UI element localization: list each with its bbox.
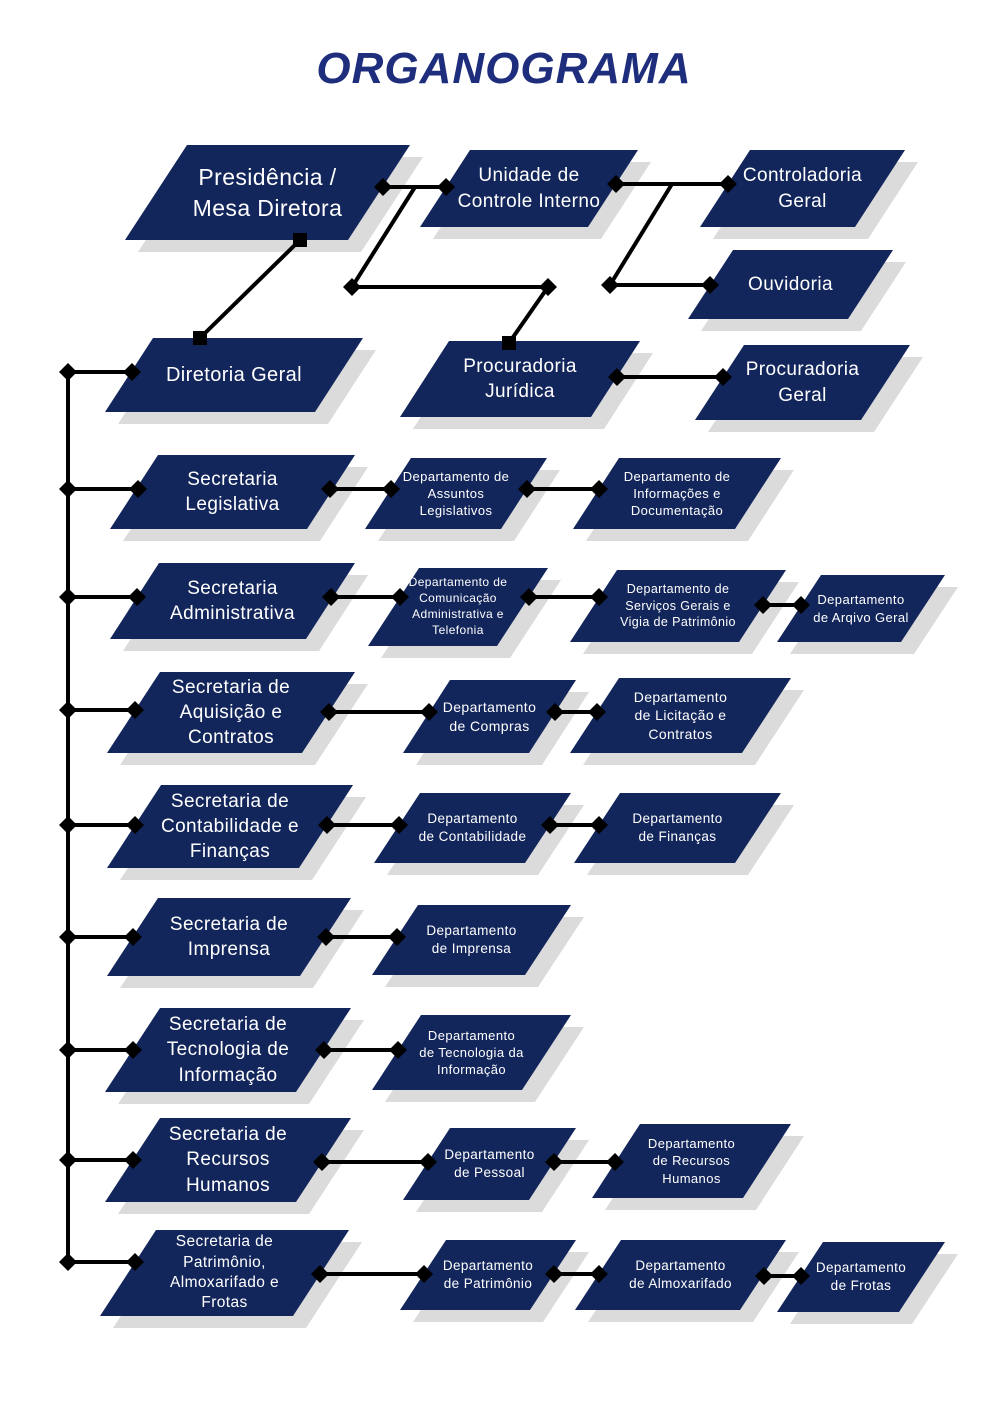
org-node-dep-arquivo-geral: Departamento de Arqivo Geral — [777, 575, 945, 642]
node-label: Secretaria de Contabilidade e Finanças — [160, 790, 300, 863]
node-label: Ouvidoria — [748, 273, 833, 295]
node-label: Secretaria de Aquisição e Contratos — [171, 676, 291, 749]
node-label: Departamento de Patrimônio — [442, 1258, 534, 1291]
org-node-secretaria-tecnologia: Secretaria de Tecnologia de Informação — [105, 1008, 351, 1092]
org-node-presidencia: Presidência / Mesa Diretora — [125, 145, 410, 240]
node-label: Departamento de Contabilidade — [418, 811, 527, 844]
org-node-secretaria-legislativa: Secretaria Legislativa — [110, 455, 355, 529]
page-title: ORGANOGRAMA — [316, 44, 692, 93]
node-label: Departamento de Finanças — [632, 811, 723, 844]
node-face: Secretaria Administrativa — [110, 563, 355, 639]
node-face: Diretoria Geral — [105, 338, 363, 412]
node-label: Procuradoria Geral — [745, 359, 860, 406]
org-node-dep-comunicacao: Departamento de Comunicação Administrati… — [368, 568, 548, 646]
org-node-dep-contabilidade: Departamento de Contabilidade — [374, 793, 571, 863]
org-node-secretaria-recursos-humanos: Secretaria de Recursos Humanos — [105, 1118, 351, 1202]
org-node-secretaria-aquisicao: Secretaria de Aquisição e Contratos — [107, 672, 355, 753]
node-label: Departamento de Tecnologia da Informação — [419, 1027, 524, 1078]
node-label: Departamento de Almoxarifado — [629, 1258, 732, 1291]
org-node-secretaria-administrativa: Secretaria Administrativa — [110, 563, 355, 639]
node-label: Secretaria Administrativa — [170, 577, 295, 624]
node-label: Presidência / Mesa Diretora — [192, 164, 343, 221]
node-label: Departamento de Comunicação Administrati… — [408, 575, 508, 637]
org-node-dep-servicos-gerais: Departamento de Serviços Gerais e Vigia … — [570, 570, 786, 642]
org-node-unidade-controle: Unidade de Controle Interno — [420, 150, 638, 227]
org-node-dep-informacoes-documentacao: Departamento de Informações e Documentaç… — [573, 458, 781, 529]
org-node-controladoria: Controladoria Geral — [700, 150, 905, 227]
node-label: Secretaria de Patrimônio, Almoxarifado e… — [170, 1233, 279, 1312]
node-face: Secretaria Legislativa — [110, 455, 355, 529]
org-node-procuradoria-juridica: Procuradoria Jurídica — [400, 341, 640, 417]
org-node-dep-patrimonio: Departamento de Patrimônio — [400, 1240, 576, 1310]
node-label: Departamento de Compras — [442, 699, 537, 734]
node-label: Departamento de Serviços Gerais e Vigia … — [620, 582, 736, 630]
org-node-dep-imprensa: Departamento de Imprensa — [372, 905, 571, 975]
node-label: Departamento de Arqivo Geral — [813, 592, 909, 625]
node-label: Secretaria Legislativa — [185, 468, 280, 515]
org-node-dep-recursos-humanos: Departamento de Recursos Humanos — [592, 1124, 791, 1198]
org-node-dep-frotas: Departamento de Frotas — [777, 1242, 945, 1312]
node-label: Departamento de Assuntos Legislativos — [402, 468, 510, 519]
org-node-procuradoria-geral: Procuradoria Geral — [695, 345, 910, 420]
org-node-secretaria-contabilidade: Secretaria de Contabilidade e Finanças — [107, 785, 353, 868]
org-node-dep-pessoal: Departamento de Pessoal — [403, 1128, 576, 1200]
org-node-secretaria-imprensa: Secretaria de Imprensa — [107, 898, 351, 976]
node-label: Procuradoria Jurídica — [463, 355, 577, 402]
node-label: Departamento de Licitação e Contratos — [633, 688, 728, 742]
org-node-dep-tecnologia: Departamento de Tecnologia da Informação — [372, 1015, 571, 1090]
org-node-dep-licitacao: Departamento de Licitação e Contratos — [570, 678, 791, 753]
org-node-ouvidoria: Ouvidoria — [688, 250, 893, 319]
node-label: Departamento de Pessoal — [444, 1147, 535, 1180]
node-label: Secretaria de Recursos Humanos — [168, 1124, 288, 1196]
org-node-diretoria-geral: Diretoria Geral — [105, 338, 363, 412]
node-label: Departamento de Frotas — [815, 1260, 907, 1293]
node-label: Departamento de Informações e Documentaç… — [623, 468, 731, 519]
node-label: Controladoria Geral — [742, 165, 863, 212]
node-label: Departamento de Recursos Humanos — [647, 1136, 736, 1186]
node-label: Diretoria Geral — [165, 363, 303, 386]
org-node-dep-compras: Departamento de Compras — [403, 680, 576, 753]
node-label: Secretaria de Tecnologia de Informação — [166, 1014, 290, 1086]
org-node-dep-assuntos-legislativos: Departamento de Assuntos Legislativos — [365, 458, 547, 529]
org-node-secretaria-patrimonio: Secretaria de Patrimônio, Almoxarifado e… — [100, 1230, 349, 1316]
org-node-dep-almoxarifado: Departamento de Almoxarifado — [575, 1240, 786, 1310]
node-label: Departamento de Imprensa — [426, 923, 517, 956]
node-label: Unidade de Controle Interno — [457, 165, 601, 212]
node-label: Secretaria de Imprensa — [169, 913, 289, 960]
org-node-dep-financas: Departamento de Finanças — [574, 793, 781, 863]
